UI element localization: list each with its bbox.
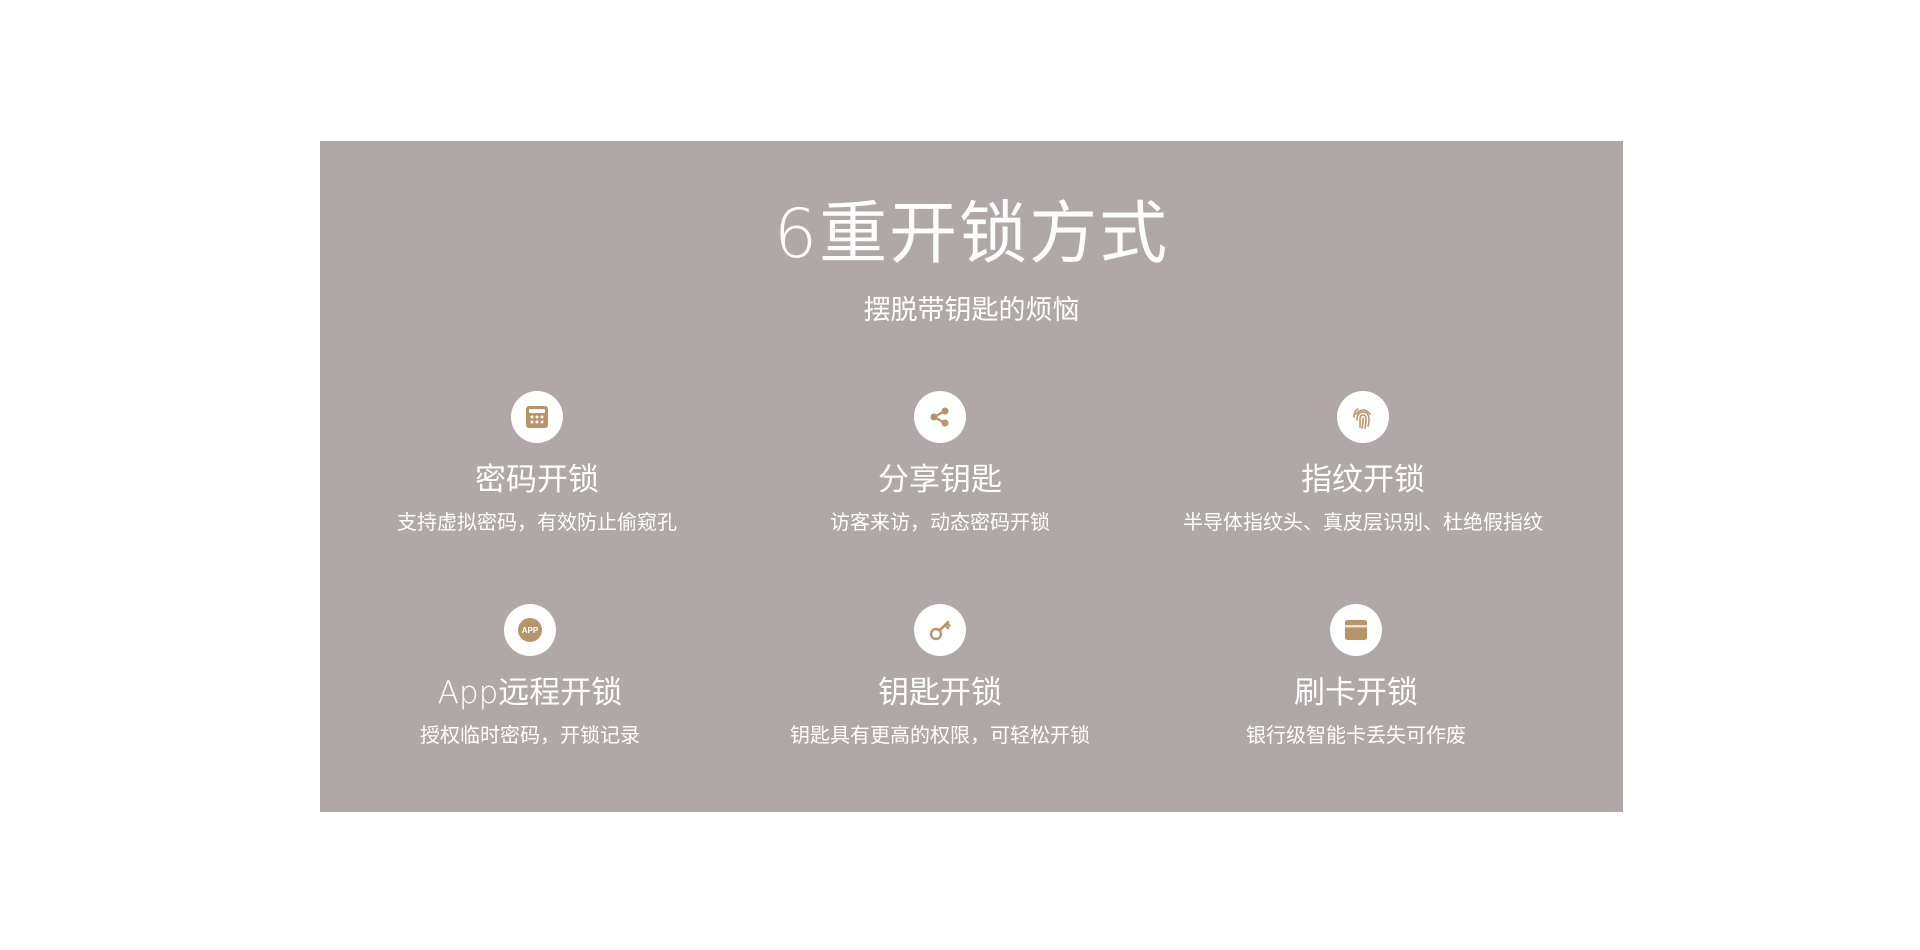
page-subtitle: 摆脱带钥匙的烦恼	[863, 295, 1080, 326]
feature-title: 刷卡开锁	[1294, 675, 1418, 711]
feature-key-unlock: 钥匙开锁 钥匙具有更高的权限，可轻松开锁	[720, 604, 1160, 764]
feature-fingerprint-unlock: 指纹开锁 半导体指纹头、真皮层识别、杜绝假指纹	[1143, 391, 1583, 551]
feature-password-unlock: 密码开锁 支持虚拟密码，有效防止偷窥孔	[317, 391, 757, 551]
key-icon	[914, 604, 966, 656]
share-icon	[914, 391, 966, 443]
feature-desc: 支持虚拟密码，有效防止偷窥孔	[397, 510, 677, 534]
feature-title: App远程开锁	[437, 675, 623, 711]
fingerprint-icon	[1337, 391, 1389, 443]
app-icon: APP	[504, 604, 556, 656]
feature-share-key: 分享钥匙 访客来访，动态密码开锁	[720, 391, 1160, 551]
feature-desc: 授权临时密码，开锁记录	[420, 723, 640, 747]
feature-title: 密码开锁	[475, 462, 599, 498]
keypad-icon	[511, 391, 563, 443]
feature-desc: 银行级智能卡丢失可作废	[1246, 723, 1466, 747]
feature-desc: 钥匙具有更高的权限，可轻松开锁	[790, 723, 1090, 747]
feature-title: 指纹开锁	[1301, 462, 1425, 498]
app-icon-text: APP	[522, 626, 539, 635]
feature-title: 分享钥匙	[878, 462, 1002, 498]
feature-desc: 访客来访，动态密码开锁	[830, 510, 1050, 534]
feature-app-remote-unlock: APP App远程开锁 授权临时密码，开锁记录	[310, 604, 750, 764]
feature-card-unlock: 刷卡开锁 银行级智能卡丢失可作废	[1136, 604, 1576, 764]
card-icon	[1330, 604, 1382, 656]
page-title: 6重开锁方式	[773, 195, 1170, 274]
unlock-methods-panel: 6重开锁方式 摆脱带钥匙的烦恼 密码开锁 支持虚拟密码，有效防止偷窥孔 分享钥匙	[320, 141, 1623, 812]
feature-title: 钥匙开锁	[878, 675, 1002, 711]
feature-desc: 半导体指纹头、真皮层识别、杜绝假指纹	[1183, 510, 1543, 534]
